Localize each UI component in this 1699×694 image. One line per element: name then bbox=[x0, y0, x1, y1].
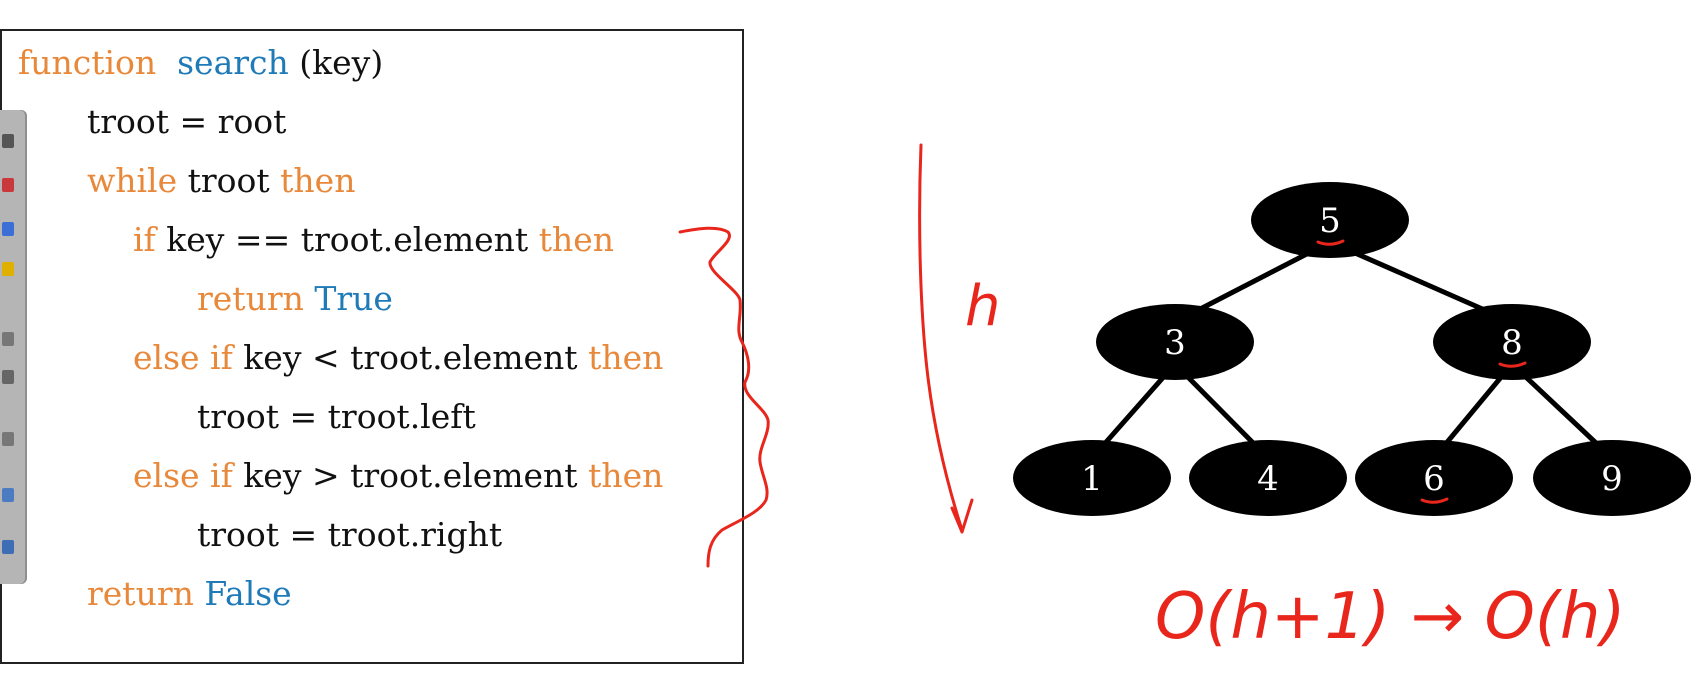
code-line: return False bbox=[87, 574, 292, 614]
code-keyword: return bbox=[87, 574, 194, 613]
keyboard-icon[interactable] bbox=[2, 432, 14, 446]
height-arrowhead bbox=[950, 498, 974, 534]
code-line: troot = troot.left bbox=[197, 397, 476, 437]
code-line: if key == troot.element then bbox=[133, 220, 614, 260]
code-line: else if key > troot.element then bbox=[133, 456, 663, 496]
tree-node: 1 bbox=[1013, 440, 1171, 516]
monitor-icon[interactable] bbox=[2, 540, 14, 554]
tree-node: 3 bbox=[1096, 304, 1254, 380]
tree-node: 5 bbox=[1251, 182, 1409, 258]
line-icon[interactable] bbox=[2, 370, 14, 384]
tree-node: 9 bbox=[1533, 440, 1691, 516]
code-keyword: if bbox=[133, 220, 156, 259]
annotation-toolbar bbox=[0, 110, 27, 584]
code-keyword: while bbox=[87, 161, 178, 200]
tree-node: 8 bbox=[1433, 304, 1591, 380]
pen-icon[interactable] bbox=[2, 134, 14, 148]
tree-nodes: 5 3 8 1 4 6 9 bbox=[1013, 182, 1691, 516]
tree-node-label: 8 bbox=[1501, 323, 1523, 363]
code-text: troot = root bbox=[87, 102, 287, 141]
node-underline-annotation bbox=[1316, 239, 1345, 246]
tree-node-shape bbox=[1013, 440, 1171, 516]
code-identifier: True bbox=[314, 279, 393, 318]
code-line: else if key < troot.element then bbox=[133, 338, 663, 378]
code-keyword: else if bbox=[133, 456, 233, 495]
tree-node-shape bbox=[1433, 304, 1591, 380]
code-text: troot = troot.right bbox=[197, 515, 503, 554]
node-underline-annotation bbox=[1420, 497, 1449, 504]
code-text: troot bbox=[177, 161, 281, 200]
tree-node-label: 4 bbox=[1257, 459, 1279, 499]
highlighter-icon[interactable] bbox=[2, 222, 14, 236]
height-arrow bbox=[918, 143, 964, 532]
compass-icon[interactable] bbox=[2, 178, 14, 192]
code-keyword: then bbox=[588, 338, 664, 377]
tree-node-label: 6 bbox=[1423, 459, 1445, 499]
tree-node-shape bbox=[1189, 440, 1347, 516]
tree-node-label: 3 bbox=[1164, 323, 1186, 363]
code-line: while troot then bbox=[87, 161, 355, 201]
tree-node-shape bbox=[1096, 304, 1254, 380]
code-line: troot = root bbox=[87, 102, 286, 142]
marker-icon[interactable] bbox=[2, 262, 14, 276]
code-keyword: else if bbox=[133, 338, 233, 377]
code-identifier: search bbox=[177, 43, 289, 82]
grid-icon[interactable] bbox=[2, 488, 14, 502]
code-identifier: False bbox=[204, 574, 292, 613]
code-keyword: function bbox=[18, 43, 157, 82]
tree-node: 6 bbox=[1355, 440, 1513, 516]
code-text: key > troot.element bbox=[232, 456, 589, 495]
eraser-icon[interactable] bbox=[2, 332, 14, 346]
tree-node: 4 bbox=[1189, 440, 1347, 516]
code-keyword: return bbox=[197, 279, 304, 318]
tree-node-label: 1 bbox=[1081, 459, 1103, 499]
tree-node-shape bbox=[1533, 440, 1691, 516]
height-label: h bbox=[965, 274, 1001, 339]
tree-node-label: 5 bbox=[1319, 201, 1341, 241]
code-keyword: then bbox=[588, 456, 664, 495]
code-text: key < troot.element bbox=[232, 338, 589, 377]
complexity-label: O(h+1) → O(h) bbox=[1155, 580, 1625, 654]
tree-node-label: 9 bbox=[1601, 459, 1623, 499]
code-line: troot = troot.right bbox=[197, 515, 502, 555]
code-line: return True bbox=[197, 279, 393, 319]
code-line: function search (key) bbox=[18, 43, 383, 83]
node-underline-annotation bbox=[1498, 361, 1527, 368]
code-text: (key) bbox=[288, 43, 384, 82]
curly-brace-annotation bbox=[678, 226, 770, 568]
code-text: troot = troot.left bbox=[197, 397, 476, 436]
code-keyword: then bbox=[538, 220, 614, 259]
code-text: key == troot.element bbox=[155, 220, 539, 259]
tree-node-shape bbox=[1355, 440, 1513, 516]
handwritten-annotations: h O(h+1) → O(h) bbox=[678, 143, 1625, 654]
tree-node-shape bbox=[1251, 182, 1409, 258]
code-keyword: then bbox=[280, 161, 356, 200]
